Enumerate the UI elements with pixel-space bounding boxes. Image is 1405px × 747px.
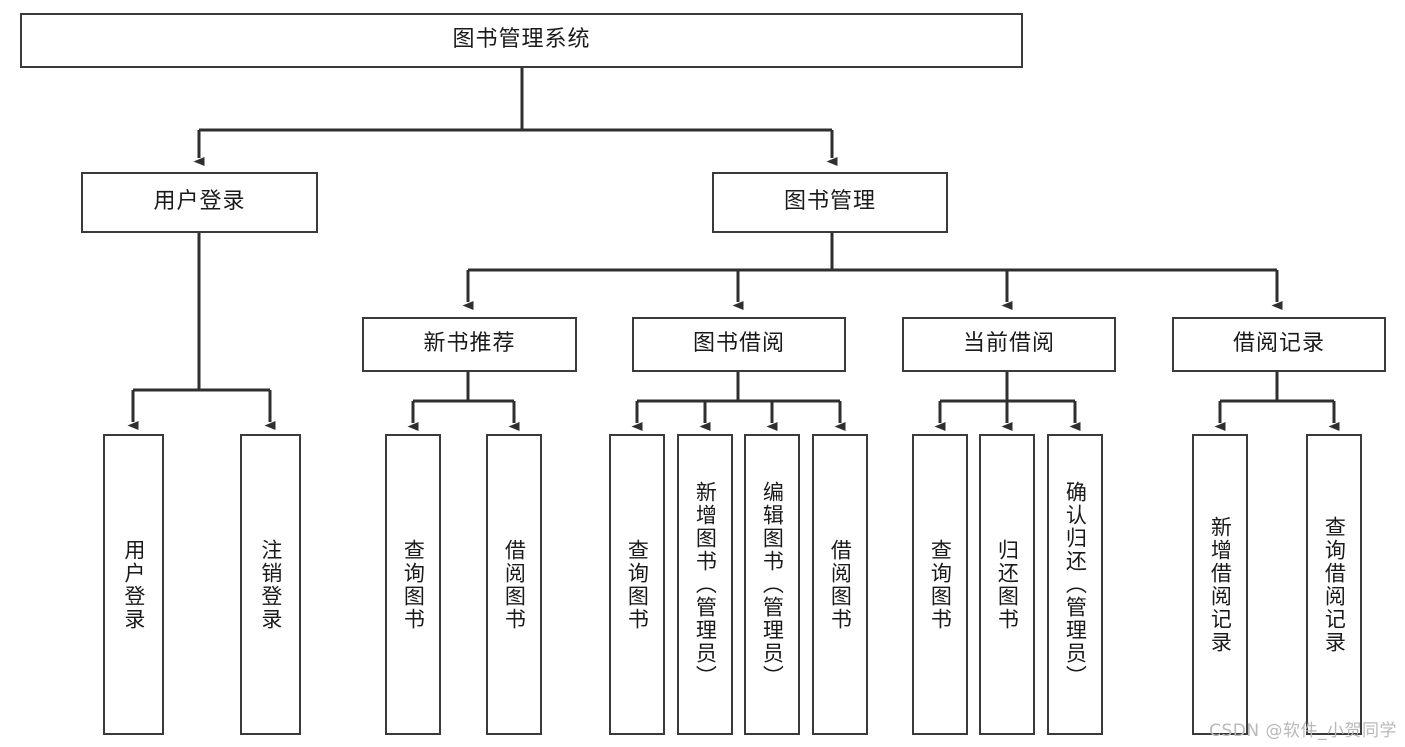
- node-book-manage[interactable]: 图书管理: [712, 172, 948, 233]
- leaf-query-book-3-label: 查询图书: [928, 538, 953, 631]
- node-borrow-record[interactable]: 借阅记录: [1172, 317, 1386, 372]
- node-root-label: 图书管理系统: [452, 27, 591, 53]
- leaf-return-book[interactable]: 归还图书: [979, 434, 1035, 735]
- leaf-user-login[interactable]: 用户登录: [103, 434, 164, 735]
- leaf-query-book-3[interactable]: 查询图书: [912, 434, 968, 735]
- leaf-confirm-return[interactable]: 确认归还（管理员）: [1047, 434, 1103, 735]
- leaf-query-record[interactable]: 查询借阅记录: [1306, 434, 1362, 735]
- leaf-query-record-label: 查询借阅记录: [1322, 515, 1347, 654]
- node-user-login-label: 用户登录: [153, 189, 246, 215]
- leaf-add-book[interactable]: 新增图书（管理员）: [677, 434, 733, 735]
- node-current-borrow[interactable]: 当前借阅: [902, 317, 1116, 372]
- node-new-book-recommend-label: 新书推荐: [423, 331, 516, 357]
- node-borrow-record-label: 借阅记录: [1232, 331, 1325, 357]
- node-book-borrow-label: 图书借阅: [692, 331, 785, 357]
- node-current-borrow-label: 当前借阅: [962, 331, 1055, 357]
- node-new-book-recommend[interactable]: 新书推荐: [362, 317, 577, 372]
- leaf-logout[interactable]: 注销登录: [240, 434, 301, 735]
- leaf-query-book-1[interactable]: 查询图书: [385, 434, 441, 735]
- leaf-logout-label: 注销登录: [258, 538, 283, 631]
- leaf-borrow-book-2[interactable]: 借阅图书: [812, 434, 868, 735]
- leaf-confirm-return-label: 确认归还（管理员）: [1063, 481, 1088, 688]
- leaf-add-book-label: 新增图书（管理员）: [693, 481, 718, 688]
- leaf-return-book-label: 归还图书: [995, 538, 1020, 631]
- leaf-add-record-label: 新增借阅记录: [1208, 515, 1233, 654]
- node-book-borrow[interactable]: 图书借阅: [632, 317, 846, 372]
- leaf-query-book-2-label: 查询图书: [625, 538, 650, 631]
- leaf-borrow-book-2-label: 借阅图书: [828, 538, 853, 631]
- node-user-login[interactable]: 用户登录: [81, 172, 318, 233]
- leaf-user-login-label: 用户登录: [121, 538, 146, 631]
- node-root[interactable]: 图书管理系统: [20, 13, 1023, 68]
- leaf-borrow-book-1[interactable]: 借阅图书: [486, 434, 542, 735]
- leaf-add-record[interactable]: 新增借阅记录: [1192, 434, 1248, 735]
- leaf-query-book-2[interactable]: 查询图书: [609, 434, 665, 735]
- leaf-edit-book-label: 编辑图书（管理员）: [760, 481, 785, 688]
- leaf-borrow-book-1-label: 借阅图书: [502, 538, 527, 631]
- leaf-query-book-1-label: 查询图书: [401, 538, 426, 631]
- leaf-edit-book[interactable]: 编辑图书（管理员）: [744, 434, 800, 735]
- node-book-manage-label: 图书管理: [783, 189, 876, 215]
